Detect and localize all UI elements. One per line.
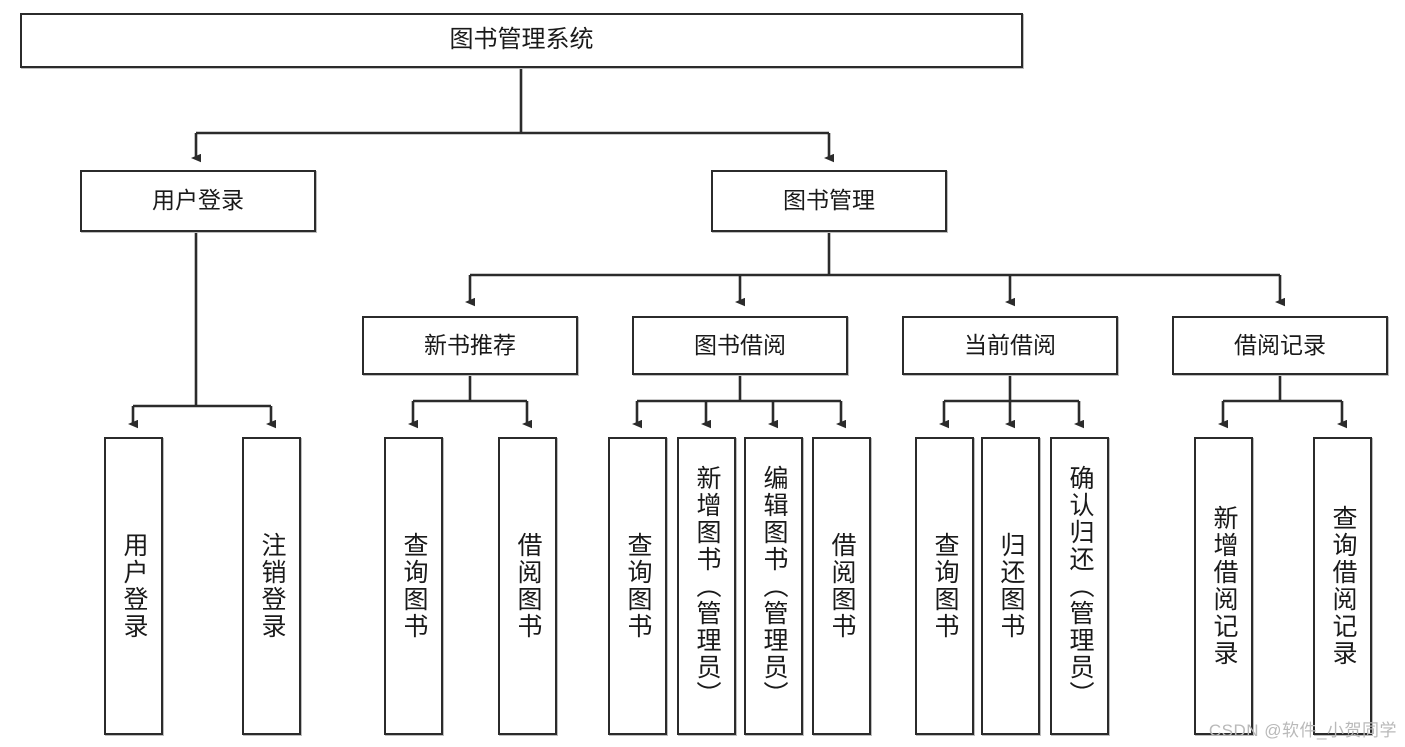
node-label: 编辑图书（管理员）: [760, 464, 788, 708]
node-label: 确认归还（管理员）: [1066, 464, 1094, 708]
node-label: 图书借阅: [694, 331, 786, 358]
leaf-current-query-book[interactable]: 查询图书: [915, 437, 974, 735]
node-label: 借阅图书: [828, 532, 856, 640]
node-label: 用户登录: [120, 532, 148, 640]
node-label: 新增图书（管理员）: [693, 464, 721, 708]
node-label: 新增借阅记录: [1210, 505, 1238, 667]
node-label: 当前借阅: [964, 331, 1056, 358]
node-label: 图书管理: [783, 187, 875, 214]
node-label: 用户登录: [152, 187, 244, 214]
leaf-record-add-record[interactable]: 新增借阅记录: [1194, 437, 1253, 735]
node-label: 查询借阅记录: [1329, 505, 1357, 667]
node-root-system[interactable]: 图书管理系统: [20, 13, 1023, 68]
node-borrow-record[interactable]: 借阅记录: [1172, 316, 1388, 375]
node-label: 借阅记录: [1234, 331, 1326, 358]
leaf-recommend-query-book[interactable]: 查询图书: [384, 437, 443, 735]
leaf-borrow-add-book[interactable]: 新增图书（管理员）: [677, 437, 736, 735]
leaf-record-query-record[interactable]: 查询借阅记录: [1313, 437, 1372, 735]
leaf-user-login-login[interactable]: 用户登录: [104, 437, 163, 735]
node-label: 查询图书: [400, 532, 428, 640]
csdn-watermark: CSDN @软件_小贺同学: [1208, 721, 1397, 740]
node-label: 借阅图书: [514, 532, 542, 640]
leaf-current-confirm-return[interactable]: 确认归还（管理员）: [1050, 437, 1109, 735]
leaf-current-return-book[interactable]: 归还图书: [981, 437, 1040, 735]
node-label: 图书管理系统: [449, 26, 594, 54]
leaf-borrow-borrow-book[interactable]: 借阅图书: [812, 437, 871, 735]
leaf-borrow-query-book[interactable]: 查询图书: [608, 437, 667, 735]
node-user-login[interactable]: 用户登录: [80, 170, 316, 232]
node-book-management[interactable]: 图书管理: [711, 170, 947, 232]
node-book-borrow[interactable]: 图书借阅: [632, 316, 848, 375]
node-label: 查询图书: [624, 532, 652, 640]
leaf-user-login-logout[interactable]: 注销登录: [242, 437, 301, 735]
node-label: 注销登录: [258, 532, 286, 640]
leaf-borrow-edit-book[interactable]: 编辑图书（管理员）: [744, 437, 803, 735]
node-new-book-recommend[interactable]: 新书推荐: [362, 316, 578, 375]
node-label: 归还图书: [997, 532, 1025, 640]
leaf-recommend-borrow-book[interactable]: 借阅图书: [498, 437, 557, 735]
node-label: 新书推荐: [424, 331, 516, 358]
node-current-borrow[interactable]: 当前借阅: [902, 316, 1118, 375]
node-label: 查询图书: [931, 532, 959, 640]
